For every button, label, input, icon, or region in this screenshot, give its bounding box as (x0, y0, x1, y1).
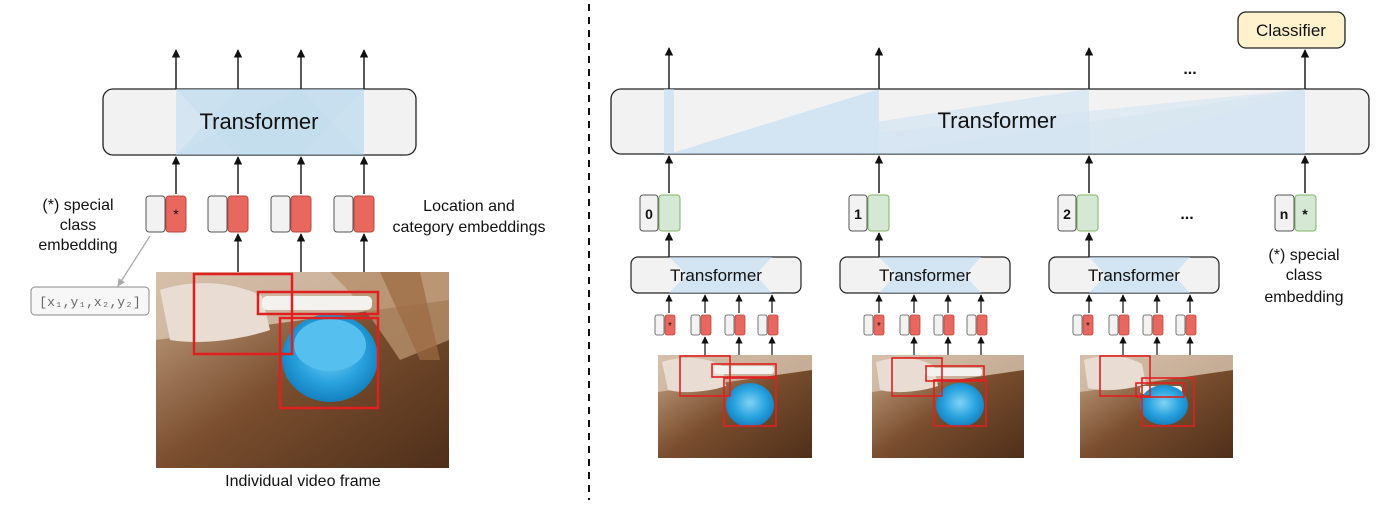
right-panel: Classifier ... Transformer (610, 11, 1370, 458)
right-attention-fan (664, 89, 1305, 154)
tool-bbox (256, 290, 380, 316)
left-panel: Transformer * (*) special (30, 49, 546, 490)
left-special-note: (*) special class embedding (38, 197, 117, 254)
svg-text:Transformer: Transformer (670, 266, 762, 285)
svg-text:category embeddings: category embeddings (393, 219, 546, 236)
svg-text:embedding: embedding (38, 237, 117, 254)
svg-text:Location and: Location and (423, 198, 515, 215)
svg-text:0: 0 (645, 206, 653, 222)
left-video-frame (156, 272, 449, 468)
bowl-bbox (278, 316, 380, 410)
left-caption: Individual video frame (225, 473, 381, 490)
bbox-arrow (117, 235, 151, 287)
right-output-arrows (664, 47, 1310, 89)
frame-token-1: 1 (848, 194, 890, 232)
svg-text:*: * (877, 321, 881, 332)
left-transformer-label: Transformer (200, 109, 319, 134)
left-input-arrows (171, 156, 369, 194)
right-ellipsis-top: ... (1183, 61, 1196, 78)
frame-thumb-2 (1080, 355, 1233, 458)
bbox-formula-box (30, 286, 150, 316)
right-ellipsis-mid: ... (1180, 206, 1193, 223)
left-token-3 (333, 195, 375, 233)
svg-text:n: n (1280, 206, 1289, 222)
svg-text:*: * (1302, 206, 1308, 222)
left-output-arrows (171, 49, 369, 89)
svg-text:Transformer: Transformer (879, 266, 971, 285)
svg-text:class: class (60, 217, 96, 234)
frame-thumb-1 (872, 355, 1024, 458)
left-location-note: Location and category embeddings (393, 198, 546, 236)
svg-text:1: 1 (854, 206, 862, 222)
svg-text:class: class (1286, 267, 1322, 284)
left-special-star: * (173, 206, 179, 222)
svg-text:embedding: embedding (1264, 289, 1343, 306)
frame-group-2: Transformer * (1048, 232, 1233, 458)
left-token-1 (207, 195, 249, 233)
svg-text:*: * (668, 321, 672, 332)
frame-group-0: Transformer * (630, 232, 812, 458)
left-token-0: * (145, 195, 187, 233)
svg-text:Transformer: Transformer (1088, 266, 1180, 285)
frame-token-2: 2 (1057, 194, 1099, 232)
bbox-formula: [x₁,y₁,x₂,y₂] (39, 295, 140, 310)
svg-text:(*) special: (*) special (42, 197, 113, 214)
svg-text:*: * (1086, 321, 1090, 332)
classifier-label: Classifier (1256, 21, 1326, 40)
classifier-box (1237, 11, 1346, 49)
svg-text:2: 2 (1063, 206, 1071, 222)
frame-token-n: n * (1274, 194, 1317, 232)
right-input-arrows (664, 155, 1310, 193)
frame-group-1: Transformer * (839, 232, 1024, 458)
left-attention-fan (176, 89, 364, 155)
frame-thumb-0 (658, 355, 812, 458)
left-token-2 (270, 195, 312, 233)
right-special-note: (*) special class embedding (1264, 247, 1343, 306)
svg-text:(*) special: (*) special (1268, 247, 1339, 264)
frame-token-0: 0 (639, 194, 681, 232)
right-transformer-label: Transformer (938, 108, 1057, 133)
